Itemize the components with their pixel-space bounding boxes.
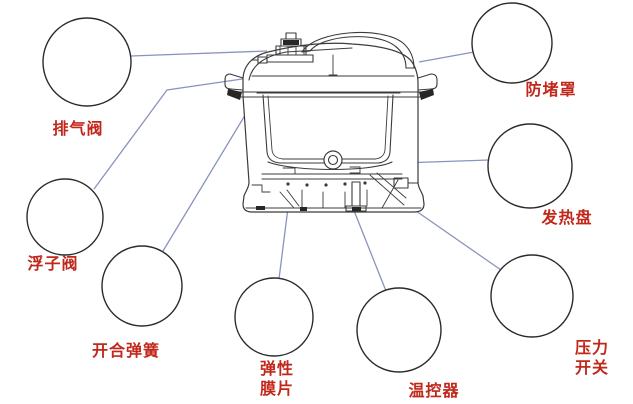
label-elastic-diaphragm: 弹性 膜片 (259, 359, 295, 398)
label-open-close-spring: 开合弹簧 (91, 341, 161, 360)
label-heating-plate: 发热盘 (541, 208, 593, 227)
callout-open-close-spring (101, 245, 183, 327)
callout-thermostat (356, 287, 442, 373)
label-thermostat: 温控器 (408, 381, 460, 400)
callout-float-valve (26, 178, 104, 256)
label-float-valve: 浮子阀 (27, 254, 79, 273)
side-handle-right (417, 73, 438, 100)
bottom-mechanism (245, 150, 422, 212)
leader-pressure-switch (405, 203, 502, 271)
label-anti-block-cover: 防堵罩 (525, 80, 577, 99)
lid-pin (328, 54, 338, 76)
leader-anti-block-cover (418, 51, 475, 63)
side-handle-left (224, 73, 244, 100)
callout-pressure-switch (490, 254, 574, 338)
leader-open-close-spring (162, 106, 251, 252)
lid-rim (239, 91, 428, 98)
exhaust-assembly (251, 32, 314, 64)
callout-exhaust-valve (42, 17, 132, 107)
leader-float-valve (93, 77, 250, 190)
callout-anti-block-cover (471, 2, 553, 84)
callout-heating-plate (487, 123, 573, 209)
callouts (26, 2, 574, 373)
lid-inner-line (248, 47, 353, 81)
cooker-cross-section (224, 32, 438, 213)
callout-elastic-diaphragm (234, 277, 314, 357)
label-exhaust-valve: 排气阀 (52, 119, 104, 138)
label-pressure-switch: 压力开关 (574, 338, 609, 377)
leader-exhaust-valve (130, 50, 268, 57)
